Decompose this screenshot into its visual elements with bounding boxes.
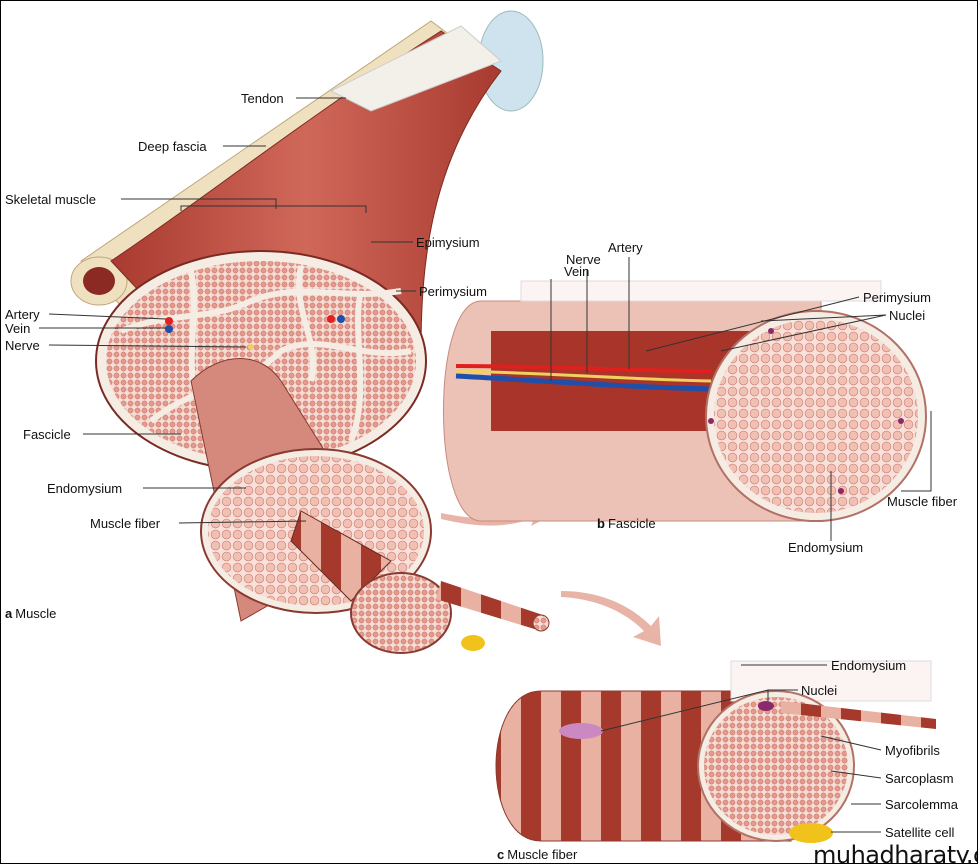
- label-b-nuclei: Nuclei: [889, 308, 926, 323]
- label-perimysium: Perimysium: [419, 284, 487, 299]
- label-artery: Artery: [5, 307, 40, 322]
- label-b-endomysium: Endomysium: [788, 540, 864, 555]
- label-vein: Vein: [5, 321, 31, 336]
- label-muscle-fiber: Muscle fiber: [90, 516, 161, 531]
- label-c-sarcoplasm: Sarcoplasm: [885, 771, 954, 786]
- label-b-perimysium: Perimysium: [863, 290, 931, 305]
- leader-lines: [39, 97, 932, 833]
- label-b-muscle-fiber: Muscle fiber: [887, 494, 958, 509]
- label-c-nuclei: Nuclei: [801, 683, 838, 698]
- label-tendon: Tendon: [241, 91, 284, 106]
- label-skeletal-muscle: Skeletal muscle: [5, 192, 97, 207]
- muscle-cross-section: [95, 250, 427, 472]
- label-b-nerve: Nerve: [566, 252, 601, 267]
- label-c-sarcolemma: Sarcolemma: [885, 797, 958, 812]
- watermark: muhadharaty.com: [813, 841, 977, 864]
- label-c-satellite-cell: Satellite cell: [885, 825, 955, 840]
- label-c-myofibrils: Myofibrils: [885, 743, 940, 758]
- label-b-vein: Vein: [564, 264, 590, 279]
- label-deep-fascia: Deep fascia: [138, 139, 207, 154]
- fascicle-illustration: [443, 280, 927, 522]
- arrow-to-fiber: [561, 591, 661, 646]
- label-b-artery: Artery: [608, 240, 643, 255]
- label-fascicle: Fascicle: [23, 427, 71, 442]
- label-epimysium: Epimysium: [416, 235, 480, 250]
- label-c-endomysium: Endomysium: [831, 658, 907, 673]
- fascicle-tube: [190, 358, 550, 654]
- muscle-fiber-illustration: [495, 660, 936, 843]
- label-nerve: Nerve: [5, 338, 40, 353]
- label-endomysium: Endomysium: [47, 481, 123, 496]
